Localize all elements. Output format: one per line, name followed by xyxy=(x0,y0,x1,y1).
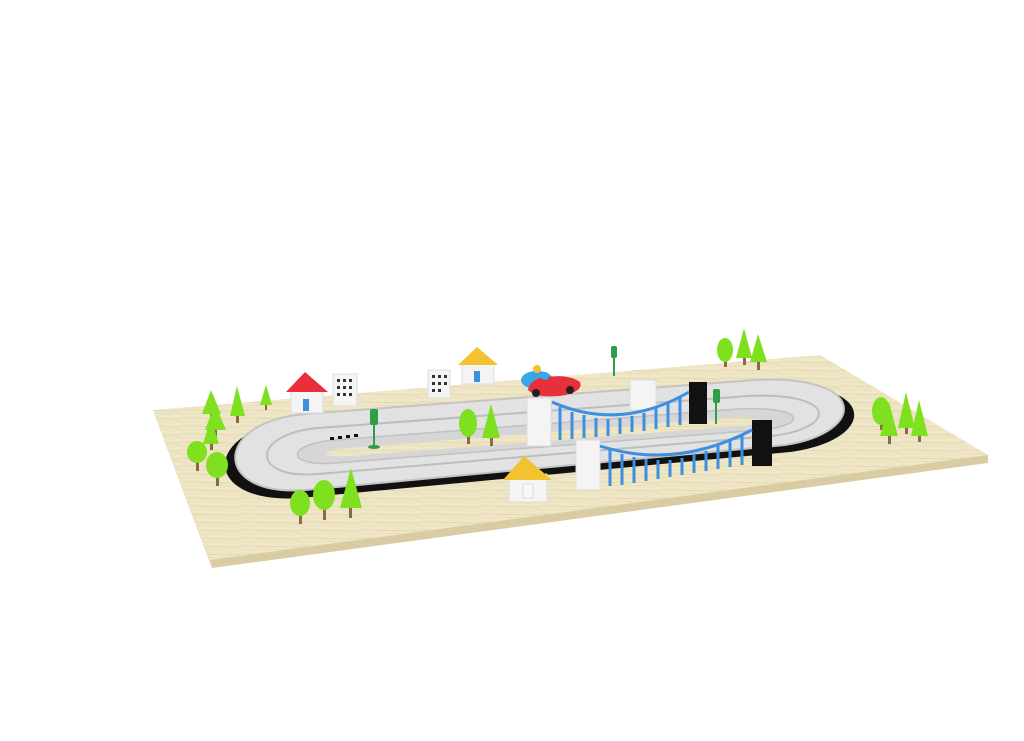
board-front-edge xyxy=(210,455,988,568)
house-red-roof xyxy=(286,372,328,414)
tree xyxy=(736,328,752,365)
bridge-tower-white-mid xyxy=(629,379,657,411)
bridge-hangers-back xyxy=(558,396,682,440)
tree xyxy=(482,404,500,446)
tree xyxy=(203,418,219,450)
bridge-tower-white-left xyxy=(526,397,552,447)
house-yellow-roof-back xyxy=(458,347,498,385)
house-yellow-roof-front xyxy=(503,456,552,503)
tree xyxy=(260,385,272,410)
toy-cars xyxy=(521,365,581,397)
tree xyxy=(717,338,733,367)
tree xyxy=(911,400,928,442)
signal-left xyxy=(368,409,380,449)
signal-right xyxy=(713,389,720,424)
buildings xyxy=(286,347,552,503)
traffic-signals xyxy=(368,346,720,449)
bridge-tower-white-front xyxy=(575,439,601,491)
bridge-tower-black-back xyxy=(689,382,707,424)
track-checkered-line xyxy=(330,434,358,440)
signal-back xyxy=(611,346,617,376)
tree xyxy=(313,480,335,520)
apartment-building-left xyxy=(332,373,358,407)
trees xyxy=(187,328,928,524)
tree xyxy=(290,490,310,524)
bridge-cable-front xyxy=(599,428,753,457)
tree xyxy=(898,392,915,434)
bridge-hangers-front xyxy=(608,434,744,486)
red-car xyxy=(528,372,581,397)
tree xyxy=(340,468,362,518)
tree xyxy=(187,441,207,471)
bridge-cable-back xyxy=(551,390,690,417)
tree xyxy=(459,409,477,444)
board-left-edge xyxy=(153,410,212,568)
bridge xyxy=(526,379,772,491)
tree xyxy=(206,452,228,486)
bridge-tower-black-front xyxy=(752,420,772,466)
tree xyxy=(880,402,898,444)
tree xyxy=(230,386,245,423)
apartment-building-right xyxy=(427,369,451,399)
tree xyxy=(750,334,767,370)
